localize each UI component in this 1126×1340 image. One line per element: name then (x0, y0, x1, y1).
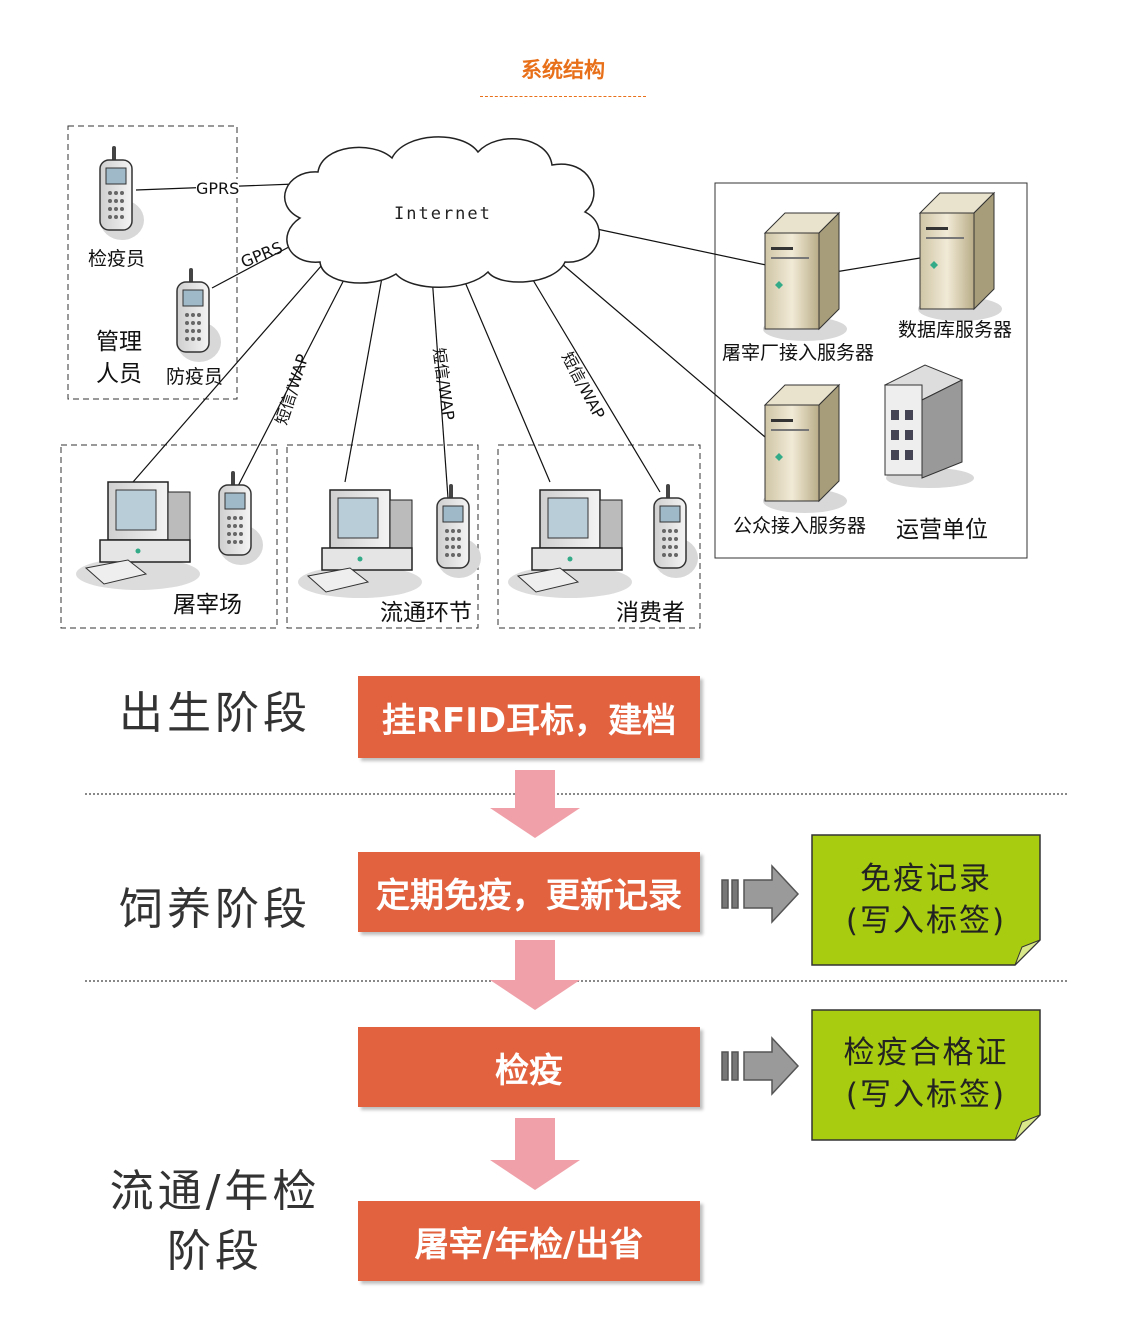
stage-label: 饲养阶段 (119, 884, 311, 935)
circulation-computer-icon (297, 489, 423, 599)
stage-action-box: 检疫 (358, 1027, 700, 1107)
title-underline (480, 96, 646, 97)
note-text: 免疫记录 (写入标签) (845, 861, 1007, 939)
management-group-label: 管理 人员 (96, 329, 142, 387)
database-server-icon (917, 192, 1003, 322)
note-card (811, 834, 1041, 966)
down-arrow-icon (490, 770, 580, 838)
down-arrow-icon (490, 1118, 580, 1190)
stage-label: 流通/年检 阶段 (109, 1166, 321, 1277)
right-arrow-icon (721, 1036, 800, 1096)
inspector-phone-icon (99, 145, 145, 241)
slaughter-server-icon (762, 212, 848, 342)
stage-action-box: 挂RFID耳标，建档 (358, 676, 700, 758)
internet-label: Internet (394, 204, 492, 224)
network-diagram (60, 125, 1028, 629)
stage-action-box: 定期免疫，更新记录 (358, 852, 700, 932)
gprs-link-label: GPRS (196, 179, 240, 198)
circulation-label: 流通环节 (380, 600, 472, 626)
stage-label: 出生阶段 (119, 688, 311, 739)
down-arrow-icon (490, 940, 580, 1010)
database-server-label: 数据库服务器 (898, 319, 1013, 341)
circulation-phone-icon (436, 483, 482, 579)
slaughterhouse-phone-icon (218, 470, 264, 566)
stage-divider (85, 793, 1067, 795)
slaughterhouse-computer-icon (75, 481, 201, 591)
preventer-phone-icon (176, 267, 222, 363)
internet-cloud (283, 136, 600, 288)
consumer-label: 消费者 (616, 600, 685, 626)
note-text: 检疫合格证 (写入标签) (843, 1035, 1009, 1113)
public-server-label: 公众接入服务器 (733, 515, 867, 537)
flow-graphics (490, 770, 1041, 1190)
operator-label: 运营单位 (896, 517, 988, 543)
slaughterhouse-label: 屠宰场 (173, 592, 242, 618)
stage-action-box: 屠宰/年检/出省 (358, 1201, 700, 1281)
consumer-computer-icon (507, 489, 633, 599)
note-card (811, 1009, 1041, 1141)
inspector-label: 检疫员 (88, 248, 146, 270)
preventer-label: 防疫员 (166, 366, 224, 388)
operator-building-icon (883, 364, 974, 488)
page-title: 系统结构 (521, 58, 605, 82)
slaughter-server-label: 屠宰厂接入服务器 (722, 342, 875, 364)
public-server-icon (762, 384, 848, 514)
right-arrow-icon (721, 864, 800, 924)
consumer-phone-icon (653, 483, 699, 579)
